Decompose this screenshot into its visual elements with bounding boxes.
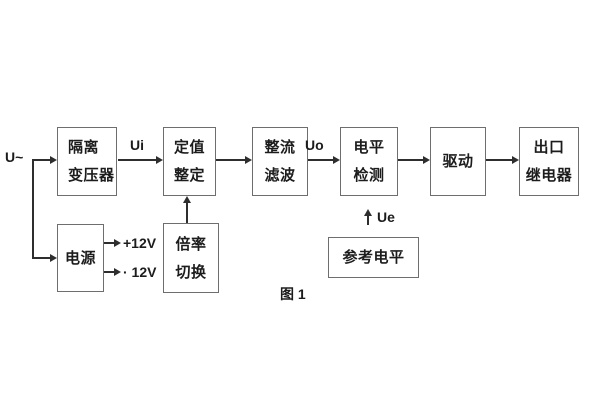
- ratio-to-setting-line: [186, 203, 188, 223]
- transformer-to-setting-line: [118, 159, 156, 161]
- arrow-right-icon: [50, 254, 57, 262]
- input-to-power-line: [32, 257, 50, 259]
- input-signal-label: U~: [5, 149, 24, 165]
- block-ratio-switch: 倍率 切换: [163, 223, 219, 293]
- block-label-line: 检测: [353, 167, 385, 184]
- block-rectify-filter: 整流 滤波: [252, 127, 308, 196]
- input-to-transformer-line: [32, 159, 50, 161]
- block-power-supply: 电源: [57, 224, 104, 292]
- arrow-right-icon: [50, 156, 57, 164]
- block-reference-level: 参考电平: [328, 237, 419, 278]
- input-split-line: [32, 159, 34, 259]
- uo-signal-label: Uo: [305, 137, 324, 153]
- level-to-drive-line: [398, 159, 423, 161]
- arrow-right-icon: [156, 156, 163, 164]
- block-label-line: 电平: [353, 139, 385, 156]
- block-label-line: 电源: [64, 249, 96, 267]
- block-output-relay: 出口 继电器: [519, 127, 579, 196]
- block-level-detect: 电平 检测: [340, 127, 398, 196]
- block-label-line: 整定: [173, 167, 205, 184]
- block-label-line: 倍率: [175, 235, 207, 253]
- arrow-right-icon: [333, 156, 340, 164]
- drive-to-relay-line: [486, 159, 512, 161]
- ue-signal-label: Ue: [377, 209, 395, 225]
- block-label-line: 出口: [533, 139, 565, 156]
- pos-rail-line: [104, 242, 114, 244]
- pos-rail-label: +12V: [123, 235, 157, 251]
- block-label-line: 整流: [264, 139, 296, 156]
- block-label-line: 定值: [173, 139, 205, 156]
- block-label-line: 隔离: [68, 139, 100, 156]
- block-isolation-transformer: 隔离 变压器: [57, 127, 117, 196]
- rectify-to-level-line: [308, 159, 333, 161]
- arrow-right-icon: [423, 156, 430, 164]
- block-setting-adjust: 定值 整定: [163, 127, 216, 196]
- arrow-right-icon: [114, 268, 121, 276]
- arrow-right-icon: [114, 239, 121, 247]
- block-drive: 驱动: [430, 127, 486, 196]
- block-label-line: 驱动: [442, 153, 474, 170]
- figure-caption: 图 1: [280, 286, 306, 302]
- neg-rail-label: · 12V: [123, 264, 157, 280]
- block-label-line: 参考电平: [342, 249, 405, 266]
- block-label-line: 滤波: [264, 167, 296, 184]
- setting-to-rectify-line: [216, 159, 245, 161]
- arrow-up-icon: [183, 196, 191, 203]
- ui-signal-label: Ui: [130, 137, 144, 153]
- arrow-right-icon: [512, 156, 519, 164]
- arrow-up-icon: [364, 209, 372, 216]
- reference-to-level-line: [367, 216, 369, 225]
- block-label-line: 变压器: [68, 167, 115, 184]
- block-label-line: 切换: [175, 263, 207, 281]
- arrow-right-icon: [245, 156, 252, 164]
- neg-rail-line: [104, 271, 114, 273]
- block-label-line: 继电器: [525, 167, 573, 184]
